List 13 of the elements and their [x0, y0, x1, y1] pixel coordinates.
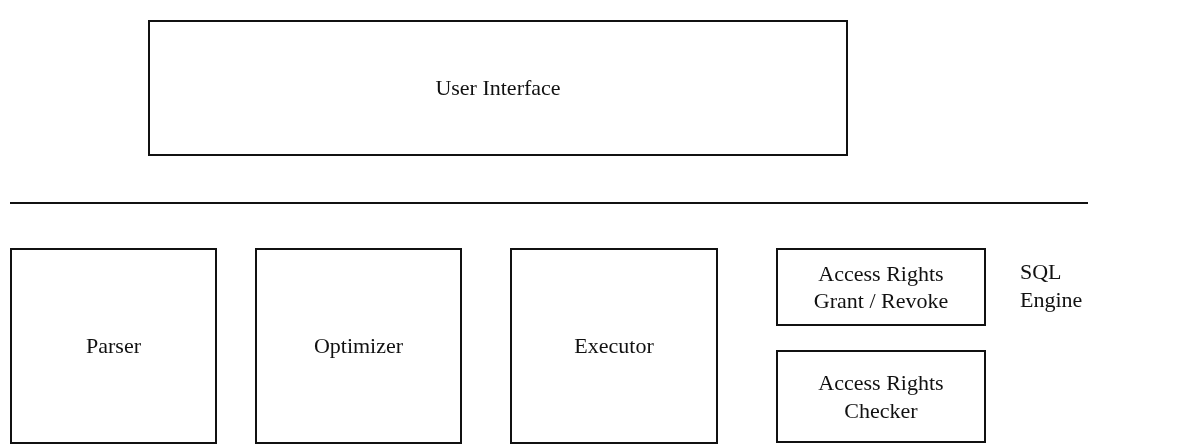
component-box — [776, 350, 986, 443]
component-label: Parser — [86, 332, 141, 360]
layer-label: SQL Engine — [1020, 258, 1084, 313]
component-box — [776, 248, 986, 326]
component-label: Optimizer — [313, 332, 404, 360]
component-label: Access Rights Grant / Revoke — [812, 259, 950, 315]
component-label: Executor — [574, 332, 654, 360]
component-box — [10, 248, 217, 444]
component-label: User Interface — [435, 74, 561, 102]
component-box — [148, 20, 848, 156]
component-box — [255, 248, 462, 444]
component-label: Access Rights Checker — [817, 369, 945, 424]
component-box — [510, 248, 718, 444]
